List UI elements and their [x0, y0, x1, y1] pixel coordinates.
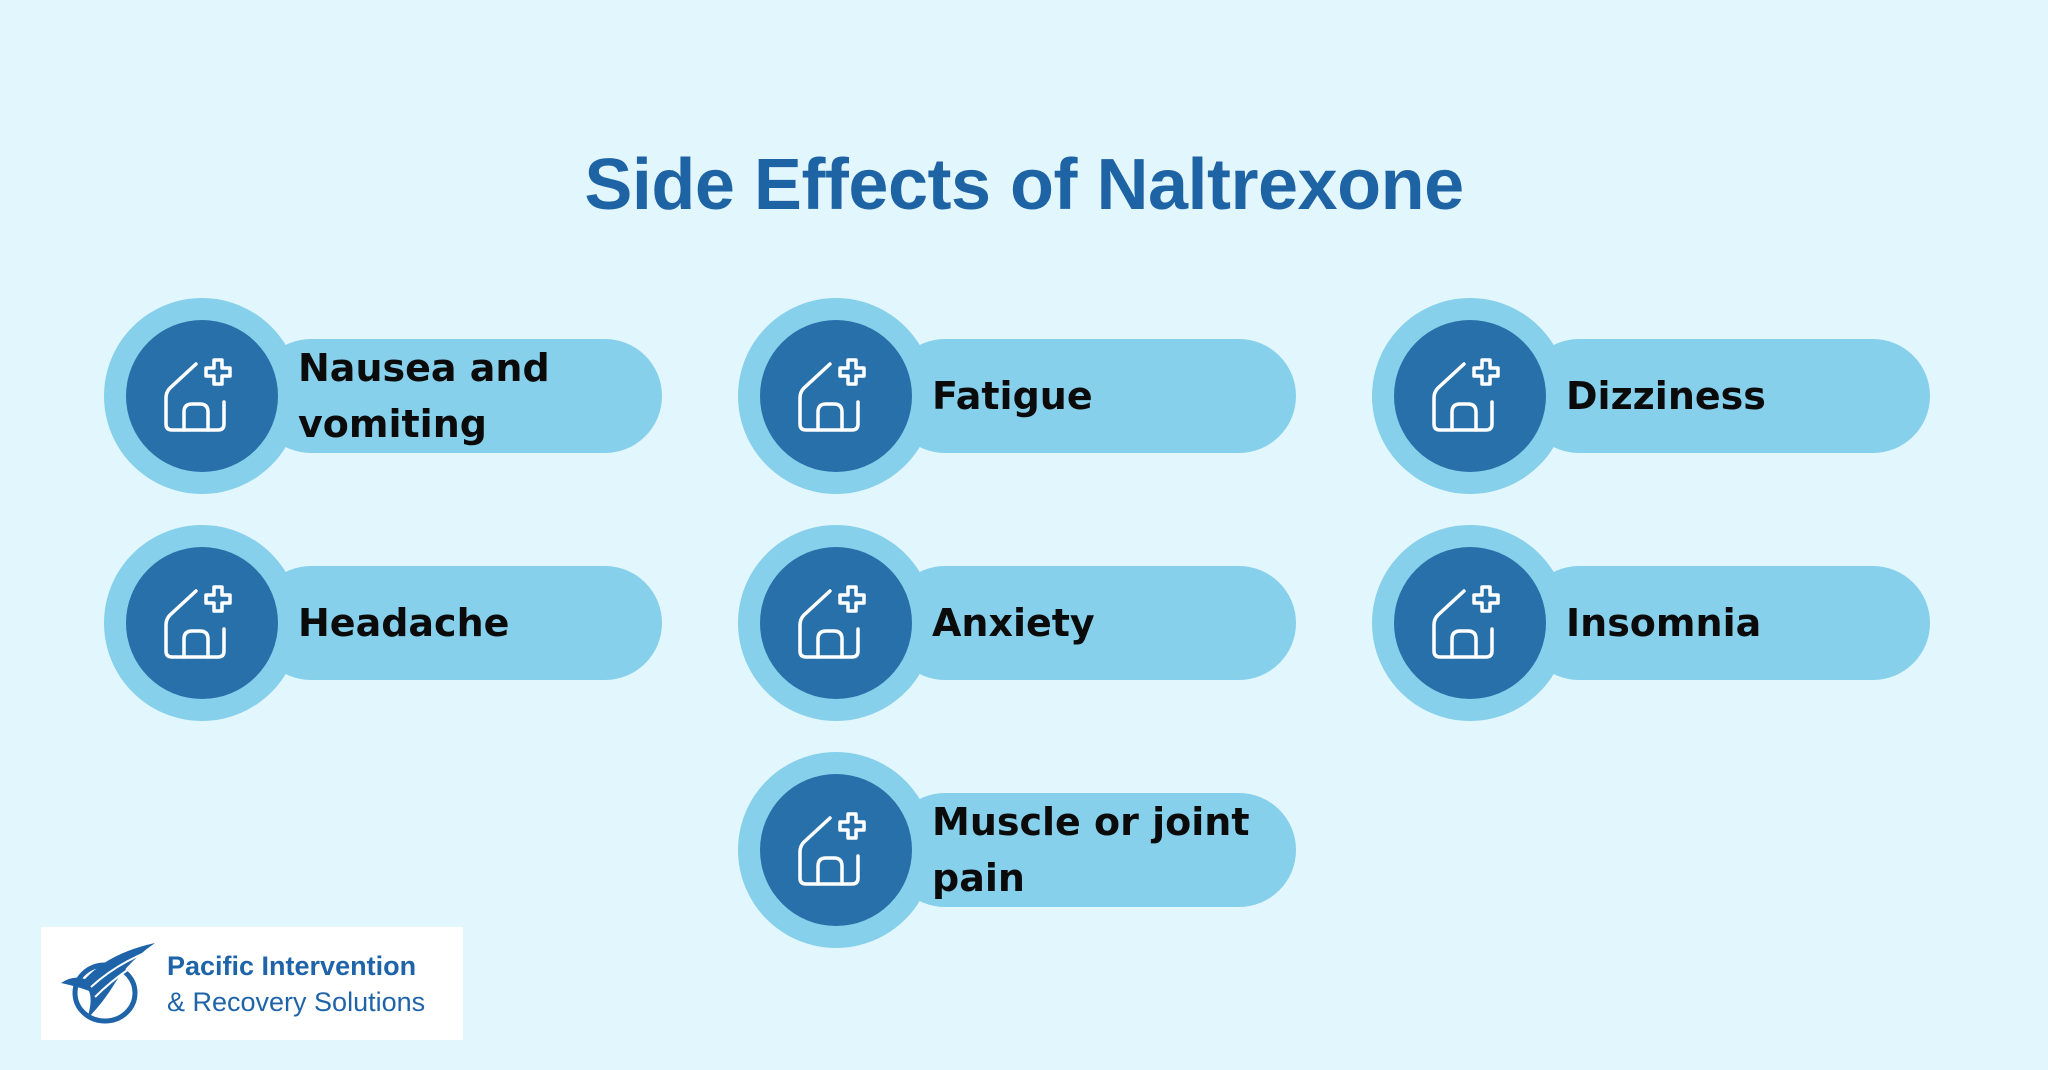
label-pill: [888, 566, 1296, 680]
label-pill: [1522, 339, 1930, 453]
icon-circle: [126, 320, 278, 472]
eagle-icon: [61, 943, 155, 1024]
house-medical-icon: [798, 358, 866, 432]
company-logo: Pacific Intervention & Recovery Solution…: [41, 927, 463, 1040]
icon-ring: [738, 298, 934, 494]
side-effect-card: Nausea and vomiting: [104, 298, 664, 494]
side-effect-card: Headache: [104, 525, 664, 721]
side-effect-card: Fatigue: [738, 298, 1298, 494]
icon-ring: [738, 752, 934, 948]
side-effect-card: Dizziness: [1372, 298, 1932, 494]
icon-circle: [760, 774, 912, 926]
icon-ring: [104, 525, 300, 721]
icon-ring: [1372, 525, 1568, 721]
label-pill: [254, 566, 662, 680]
icon-circle: [126, 547, 278, 699]
house-medical-icon: [1432, 585, 1500, 659]
icon-ring: [738, 525, 934, 721]
house-medical-icon: [798, 585, 866, 659]
logo-line1: Pacific Intervention: [167, 951, 417, 981]
side-effect-label: Nausea and vomiting: [298, 346, 550, 446]
side-effect-card: Insomnia: [1372, 525, 1932, 721]
page-title: Side Effects of Naltrexone: [584, 145, 1464, 226]
house-medical-icon: [164, 585, 232, 659]
side-effect-label: Insomnia: [1566, 601, 1762, 645]
label-pill: [254, 339, 662, 453]
side-effect-label: Anxiety: [932, 601, 1095, 645]
side-effect-card: Anxiety: [738, 525, 1298, 721]
label-pill: [1522, 566, 1930, 680]
icon-circle: [1394, 547, 1546, 699]
house-medical-icon: [164, 358, 232, 432]
house-medical-icon: [798, 812, 866, 886]
logo-line2: & Recovery Solutions: [167, 987, 426, 1017]
label-pill: [888, 793, 1296, 907]
label-pill: [888, 339, 1296, 453]
side-effect-card: Muscle or joint pain: [738, 752, 1298, 948]
side-effect-label: Dizziness: [1566, 374, 1766, 418]
icon-circle: [760, 320, 912, 472]
icon-circle: [1394, 320, 1546, 472]
icon-ring: [104, 298, 300, 494]
icon-ring: [1372, 298, 1568, 494]
side-effect-label: Fatigue: [932, 374, 1093, 418]
side-effect-label: Headache: [298, 601, 510, 645]
icon-circle: [760, 547, 912, 699]
house-medical-icon: [1432, 358, 1500, 432]
side-effect-label: Muscle or joint pain: [932, 800, 1250, 900]
